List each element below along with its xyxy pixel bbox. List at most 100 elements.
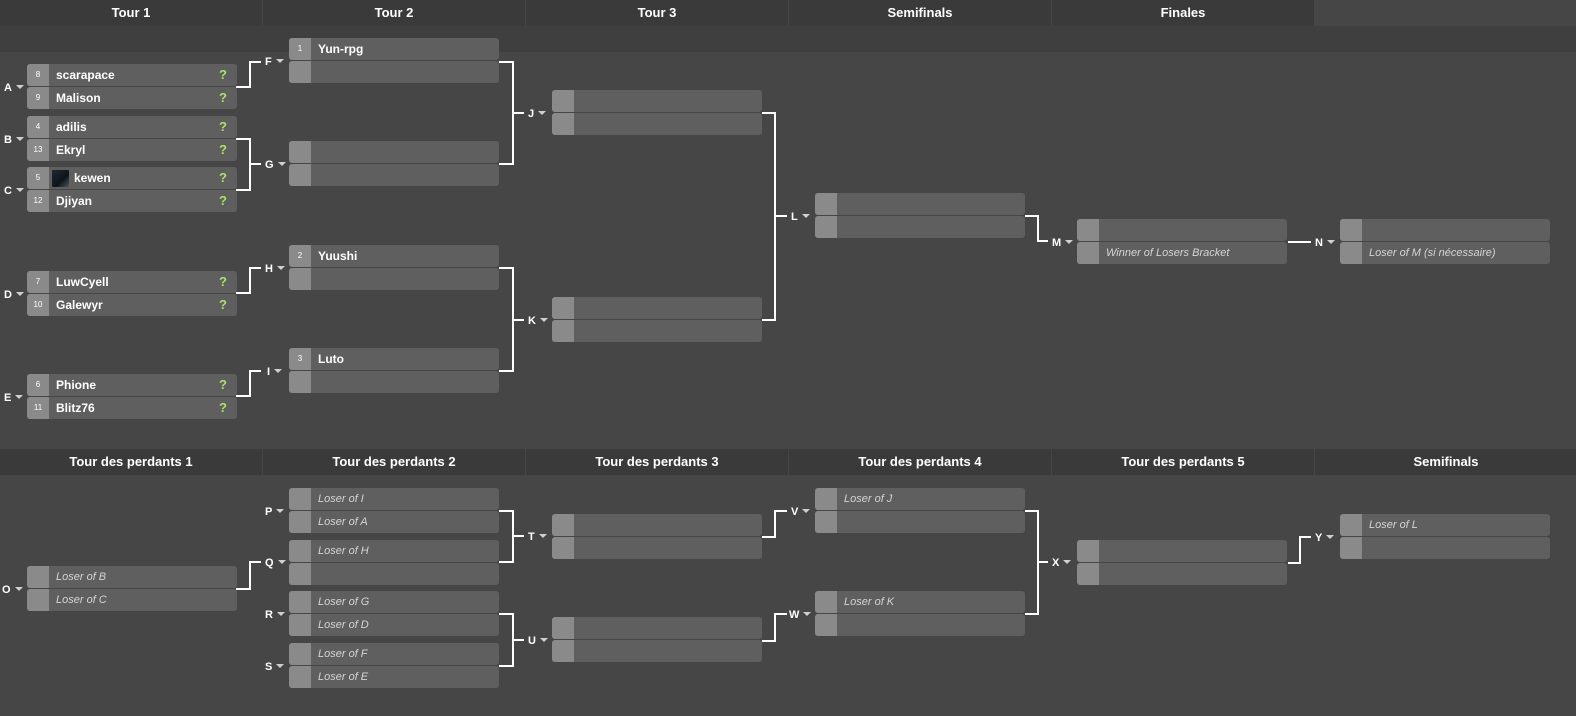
placeholder-name[interactable]: Loser of K — [844, 596, 895, 608]
match-label-h[interactable]: H — [265, 262, 285, 276]
match-f-slot-1[interactable]: 1 Yun-rpg — [289, 38, 499, 60]
score-unknown[interactable]: ? — [219, 90, 227, 105]
match-l-slot-2[interactable] — [815, 216, 1025, 238]
match-w-slot-2[interactable] — [815, 614, 1025, 636]
match-u-slot-2[interactable] — [552, 640, 762, 662]
score-unknown[interactable]: ? — [219, 67, 227, 82]
match-i-slot-1[interactable]: 3 Luto — [289, 348, 499, 370]
chevron-down-icon[interactable] — [15, 188, 24, 192]
match-y-letter[interactable]: Y — [1315, 532, 1323, 544]
match-b-slot-1[interactable]: 4 adilis ? — [27, 116, 237, 138]
match-b-slot-2[interactable]: 13 Ekryl ? — [27, 139, 237, 161]
match-label-m[interactable]: M — [1052, 236, 1074, 250]
match-g-slot-1[interactable] — [289, 141, 499, 163]
match-a-slot-2[interactable]: 9 Malison ? — [27, 87, 237, 109]
chevron-down-icon[interactable] — [1065, 240, 1074, 244]
player-name[interactable]: Ekryl — [56, 143, 86, 157]
match-j-letter[interactable]: J — [528, 108, 535, 120]
match-c-slot-1[interactable]: 5 kewen ? — [27, 167, 237, 189]
match-s-letter[interactable]: S — [265, 661, 273, 673]
chevron-down-icon[interactable] — [15, 137, 24, 141]
match-g-slot-2[interactable] — [289, 164, 499, 186]
match-x-slot-1[interactable] — [1077, 540, 1287, 562]
chevron-down-icon[interactable] — [1063, 560, 1072, 564]
match-p-letter[interactable]: P — [265, 506, 273, 518]
match-e-slot-2[interactable]: 11 Blitz76 ? — [27, 397, 237, 419]
match-q-letter[interactable]: Q — [265, 557, 274, 569]
match-m-slot-1[interactable] — [1077, 219, 1287, 241]
score-unknown[interactable]: ? — [219, 377, 227, 392]
chevron-down-icon[interactable] — [539, 318, 548, 322]
chevron-down-icon[interactable] — [276, 266, 285, 270]
match-u-slot-1[interactable] — [552, 617, 762, 639]
match-label-k[interactable]: K — [528, 314, 548, 328]
player-name[interactable]: adilis — [56, 120, 87, 134]
match-f-letter[interactable]: F — [265, 56, 272, 68]
placeholder-name[interactable]: Winner of Losers Bracket — [1106, 247, 1230, 259]
placeholder-name[interactable]: Loser of I — [318, 493, 364, 505]
match-p-slot-1[interactable]: Loser of I — [289, 488, 499, 510]
match-m-slot-2[interactable]: Winner of Losers Bracket — [1077, 242, 1287, 264]
match-f-slot-2[interactable] — [289, 61, 499, 83]
match-label-y[interactable]: Y — [1315, 531, 1335, 545]
match-g-letter[interactable]: G — [265, 159, 274, 171]
match-h-letter[interactable]: H — [265, 263, 273, 275]
match-label-s[interactable]: S — [265, 660, 285, 674]
match-label-w[interactable]: W — [789, 608, 812, 622]
placeholder-name[interactable]: Loser of F — [318, 648, 368, 660]
match-label-u[interactable]: U — [528, 634, 548, 648]
match-c-slot-2[interactable]: 12 Djiyan ? — [27, 190, 237, 212]
match-v-letter[interactable]: V — [791, 506, 799, 518]
match-k-letter[interactable]: K — [528, 315, 536, 327]
placeholder-name[interactable]: Loser of E — [318, 671, 369, 683]
match-c-letter[interactable]: C — [4, 185, 12, 197]
placeholder-name[interactable]: Loser of G — [318, 596, 370, 608]
match-y-slot-2[interactable] — [1340, 537, 1550, 559]
chevron-down-icon[interactable] — [277, 162, 286, 166]
chevron-down-icon[interactable] — [274, 369, 283, 373]
score-unknown[interactable]: ? — [219, 170, 227, 185]
player-name[interactable]: Galewyr — [56, 298, 103, 312]
chevron-down-icon[interactable] — [275, 59, 284, 63]
match-j-slot-2[interactable] — [552, 113, 762, 135]
match-label-f[interactable]: F — [265, 55, 284, 69]
chevron-down-icon[interactable] — [1326, 240, 1335, 244]
match-u-letter[interactable]: U — [528, 635, 536, 647]
placeholder-name[interactable]: Loser of J — [844, 493, 893, 505]
match-label-x[interactable]: X — [1052, 556, 1072, 570]
chevron-down-icon[interactable] — [277, 560, 286, 564]
match-i-slot-2[interactable] — [289, 371, 499, 393]
match-v-slot-2[interactable] — [815, 511, 1025, 533]
match-n-letter[interactable]: N — [1315, 237, 1323, 249]
match-j-slot-1[interactable] — [552, 90, 762, 112]
placeholder-name[interactable]: Loser of H — [318, 545, 369, 557]
match-label-e[interactable]: E — [4, 391, 24, 405]
match-label-d[interactable]: D — [4, 288, 24, 302]
player-name[interactable]: Djiyan — [56, 194, 93, 208]
match-n-slot-1[interactable] — [1340, 219, 1550, 241]
match-t-slot-1[interactable] — [552, 514, 762, 536]
match-o-letter[interactable]: O — [2, 584, 11, 596]
match-w-slot-1[interactable]: Loser of K — [815, 591, 1025, 613]
chevron-down-icon[interactable] — [276, 509, 285, 513]
placeholder-name[interactable]: Loser of D — [318, 619, 369, 631]
match-label-l[interactable]: L — [791, 210, 810, 224]
score-unknown[interactable]: ? — [219, 400, 227, 415]
match-d-letter[interactable]: D — [4, 289, 12, 301]
match-label-b[interactable]: B — [4, 133, 24, 147]
match-label-c[interactable]: C — [4, 184, 24, 198]
score-unknown[interactable]: ? — [219, 119, 227, 134]
match-d-slot-1[interactable]: 7 LuwCyell ? — [27, 271, 237, 293]
match-label-n[interactable]: N — [1315, 236, 1335, 250]
player-name[interactable]: Blitz76 — [56, 401, 95, 415]
match-q-slot-1[interactable]: Loser of H — [289, 540, 499, 562]
score-unknown[interactable]: ? — [219, 274, 227, 289]
match-label-i[interactable]: I — [267, 365, 283, 379]
match-x-slot-2[interactable] — [1077, 563, 1287, 585]
player-name[interactable]: Yuushi — [318, 249, 358, 263]
player-name[interactable]: Luto — [318, 352, 344, 366]
score-unknown[interactable]: ? — [219, 297, 227, 312]
match-a-slot-1[interactable]: 8 scarapace ? — [27, 64, 237, 86]
chevron-down-icon[interactable] — [1326, 535, 1335, 539]
player-name[interactable]: Yun-rpg — [318, 42, 364, 56]
